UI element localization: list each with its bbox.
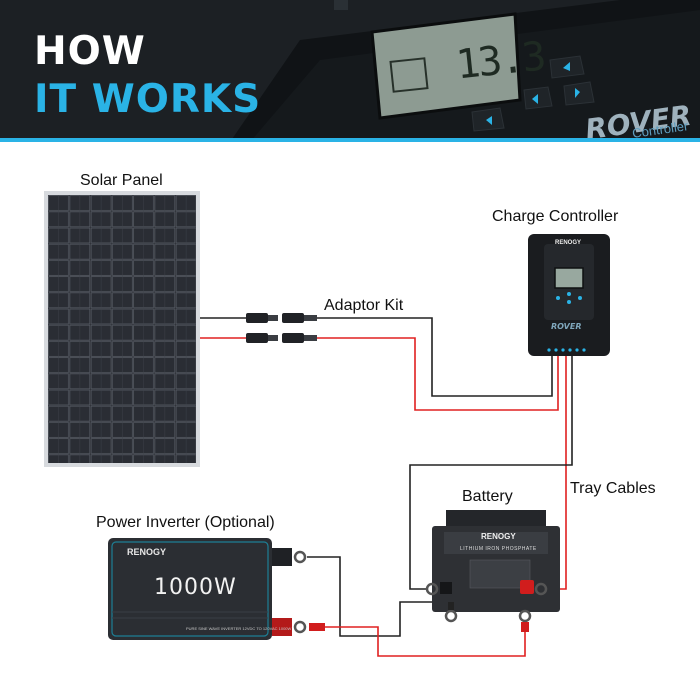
inverter-power-rating: 1000W — [154, 575, 237, 600]
inverter-caption: PURE SINE WAVE INVERTER 12VDC TO 120VAC … — [186, 626, 291, 631]
charge-controller — [528, 234, 610, 356]
battery-label: Battery — [462, 488, 513, 506]
battery — [432, 510, 560, 612]
charge-controller-label: Charge Controller — [492, 208, 618, 226]
solar-panel — [44, 191, 200, 467]
mc4-connector-icon — [246, 313, 317, 343]
adaptor-kit-label: Adaptor Kit — [324, 297, 403, 315]
controller-rover-logo: ROVER — [551, 322, 582, 331]
inverter-brand: RENOGY — [127, 547, 166, 557]
solar-panel-label: Solar Panel — [80, 172, 163, 190]
battery-chemistry: LITHIUM IRON PHOSPHATE — [460, 546, 537, 552]
controller-brand: RENOGY — [555, 240, 581, 246]
power-inverter-label: Power Inverter (Optional) — [96, 514, 275, 532]
tray-cables-label: Tray Cables — [570, 480, 656, 498]
battery-brand: RENOGY — [481, 532, 516, 541]
